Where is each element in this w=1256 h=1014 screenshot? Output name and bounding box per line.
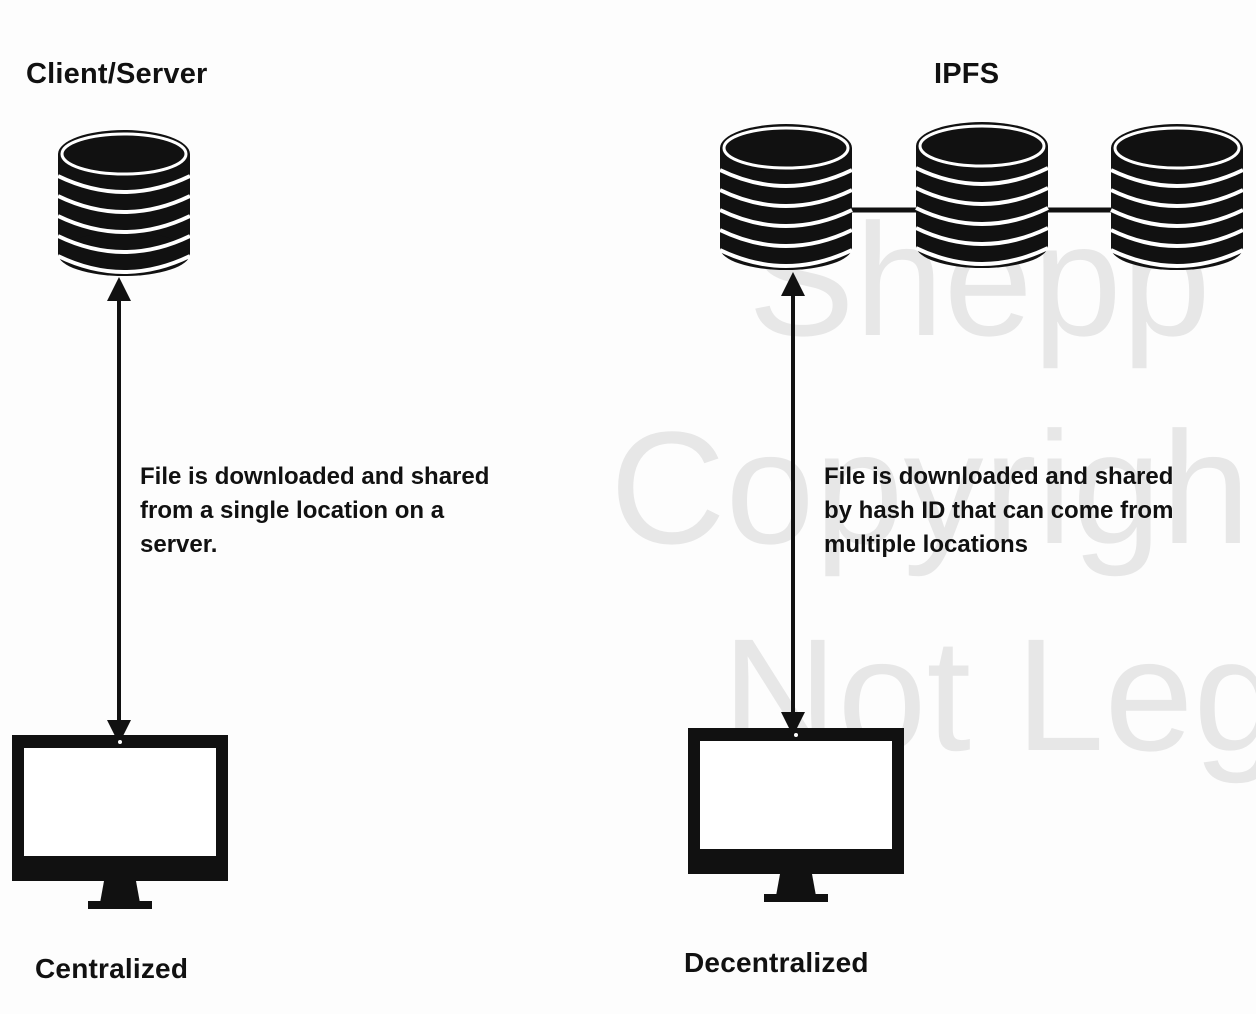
description-line: multiple locations: [824, 531, 1029, 558]
central-server-database-icon: [56, 128, 192, 278]
ipfs-client-monitor-icon: [688, 728, 904, 902]
description-line: server.: [140, 531, 218, 558]
ipfs-node-3-database-icon: [1109, 122, 1245, 272]
description-line: File is downloaded and shared: [824, 463, 1174, 490]
description-line: File is downloaded and shared: [140, 463, 490, 490]
decentralized-caption: Decentralized: [684, 947, 869, 978]
centralized-caption: Centralized: [35, 953, 189, 984]
description-line: by hash ID that can come from: [824, 497, 1174, 524]
client-monitor-icon: [12, 735, 228, 909]
client-server-description: File is downloaded and shared from a sin…: [140, 460, 560, 562]
ipfs-description: File is downloaded and shared by hash ID…: [824, 460, 1244, 562]
ipfs-node-2-database-icon: [914, 120, 1050, 270]
client-server-title: Client/Server: [26, 58, 208, 90]
description-line: from a single location on a: [140, 497, 445, 524]
ipfs-title: IPFS: [934, 58, 1000, 90]
ipfs-node-1-database-icon: [718, 122, 854, 272]
